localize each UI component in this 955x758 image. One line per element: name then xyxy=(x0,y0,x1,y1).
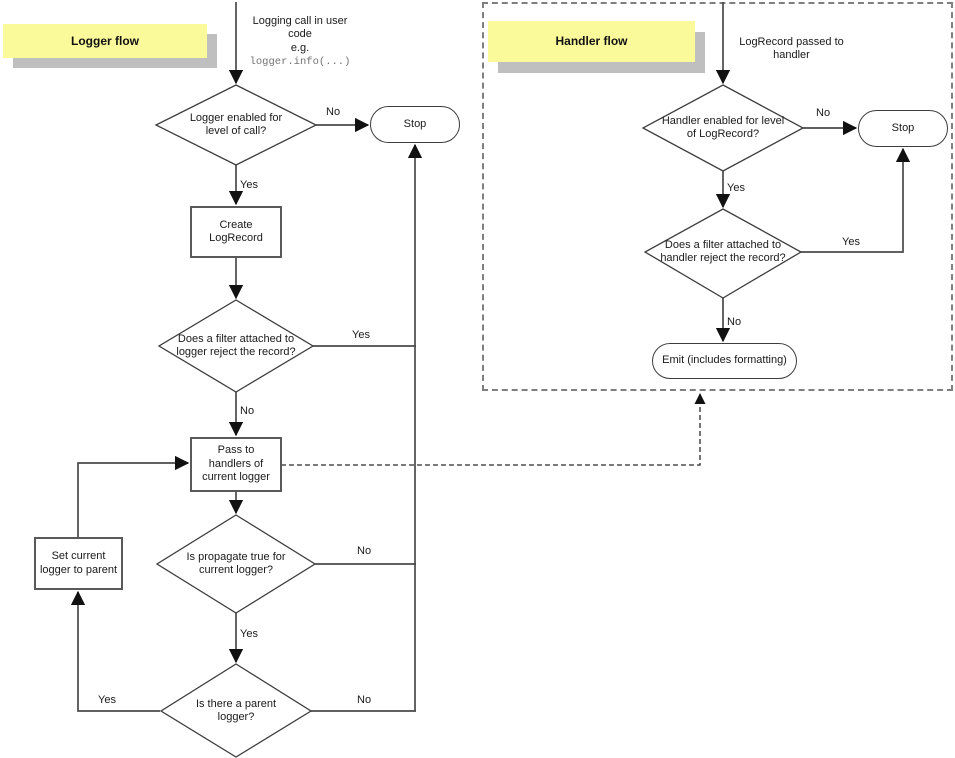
decision-handler-filter: Does a filter attached to handler reject… xyxy=(643,212,803,292)
logger-start-note: Logging call in user code e.g. logger.in… xyxy=(240,15,360,69)
terminator-stop-handler: Stop xyxy=(858,110,948,147)
decision-propagate: Is propagate true for current logger? xyxy=(156,534,316,594)
edge-set-parent-loop xyxy=(77,455,190,537)
terminator-stop-logger: Stop xyxy=(370,106,460,143)
handler-start-line1: LogRecord passed to handler xyxy=(739,36,844,62)
decision-propagate-label: Is propagate true for current logger? xyxy=(186,550,286,576)
edge-label-handler-filter-yes: Yes xyxy=(842,236,860,248)
edge-label-parent-no: No xyxy=(357,694,372,706)
decision-handler-enabled-label: Handler enabled for level of LogRecord? xyxy=(661,114,785,140)
edge-label-handler-enabled-yes: Yes xyxy=(727,182,745,194)
edge-label-logger-enabled-no: No xyxy=(326,106,341,118)
logger-start-line2: e.g. xyxy=(290,41,310,54)
process-pass-to-handlers: Pass to handlers of current logger xyxy=(190,437,282,492)
logger-start-code: logger.info(...) xyxy=(249,56,351,69)
terminator-emit-label: Emit (includes formatting) xyxy=(662,354,787,367)
edge-label-handler-filter-no: No xyxy=(727,316,742,328)
edge-label-logger-enabled-yes: Yes xyxy=(240,179,258,191)
edge-label-parent-yes: Yes xyxy=(98,694,116,706)
process-set-current-logger: Set current logger to parent xyxy=(34,537,123,590)
edge-label-handler-enabled-no: No xyxy=(816,107,831,119)
edge-label-logger-filter-yes: Yes xyxy=(352,329,370,341)
edge-parent-yes xyxy=(70,590,160,712)
logger-flow-note: Logger flow xyxy=(3,24,207,58)
edge-label-logger-filter-no: No xyxy=(240,405,255,417)
process-create-logrecord-label: Create LogRecord xyxy=(209,218,263,244)
handler-flow-note: Handler flow xyxy=(488,21,695,62)
logger-start-line1: Logging call in user code xyxy=(252,15,348,41)
process-create-logrecord: Create LogRecord xyxy=(190,206,282,258)
decision-handler-enabled: Handler enabled for level of LogRecord? xyxy=(643,98,803,158)
edge-label-propagate-no: No xyxy=(357,545,372,557)
handler-flow-boundary xyxy=(482,2,953,391)
terminator-stop-handler-label: Stop xyxy=(891,121,915,134)
terminator-stop-logger-label: Stop xyxy=(403,117,427,130)
handler-flow-note-label: Handler flow xyxy=(555,34,628,49)
decision-logger-enabled-label: Logger enabled for level of call? xyxy=(189,111,283,137)
process-pass-to-handlers-label: Pass to handlers of current logger xyxy=(202,444,270,484)
decision-parent-logger: Is there a parent logger? xyxy=(156,681,316,741)
decision-logger-filter-label: Does a filter attached to logger reject … xyxy=(176,332,296,358)
logger-flow-note-label: Logger flow xyxy=(71,33,139,48)
decision-logger-enabled: Logger enabled for level of call? xyxy=(156,95,316,155)
edge-pass-to-handler-flow xyxy=(281,393,706,466)
handler-start-note: LogRecord passed to handler xyxy=(729,36,854,63)
edge-label-propagate-yes: Yes xyxy=(240,628,258,640)
decision-handler-filter-label: Does a filter attached to handler reject… xyxy=(660,238,786,264)
decision-parent-logger-label: Is there a parent logger? xyxy=(195,697,277,723)
decision-logger-filter: Does a filter attached to logger reject … xyxy=(156,306,316,386)
terminator-emit: Emit (includes formatting) xyxy=(652,343,797,379)
process-set-current-logger-label: Set current logger to parent xyxy=(39,550,118,576)
